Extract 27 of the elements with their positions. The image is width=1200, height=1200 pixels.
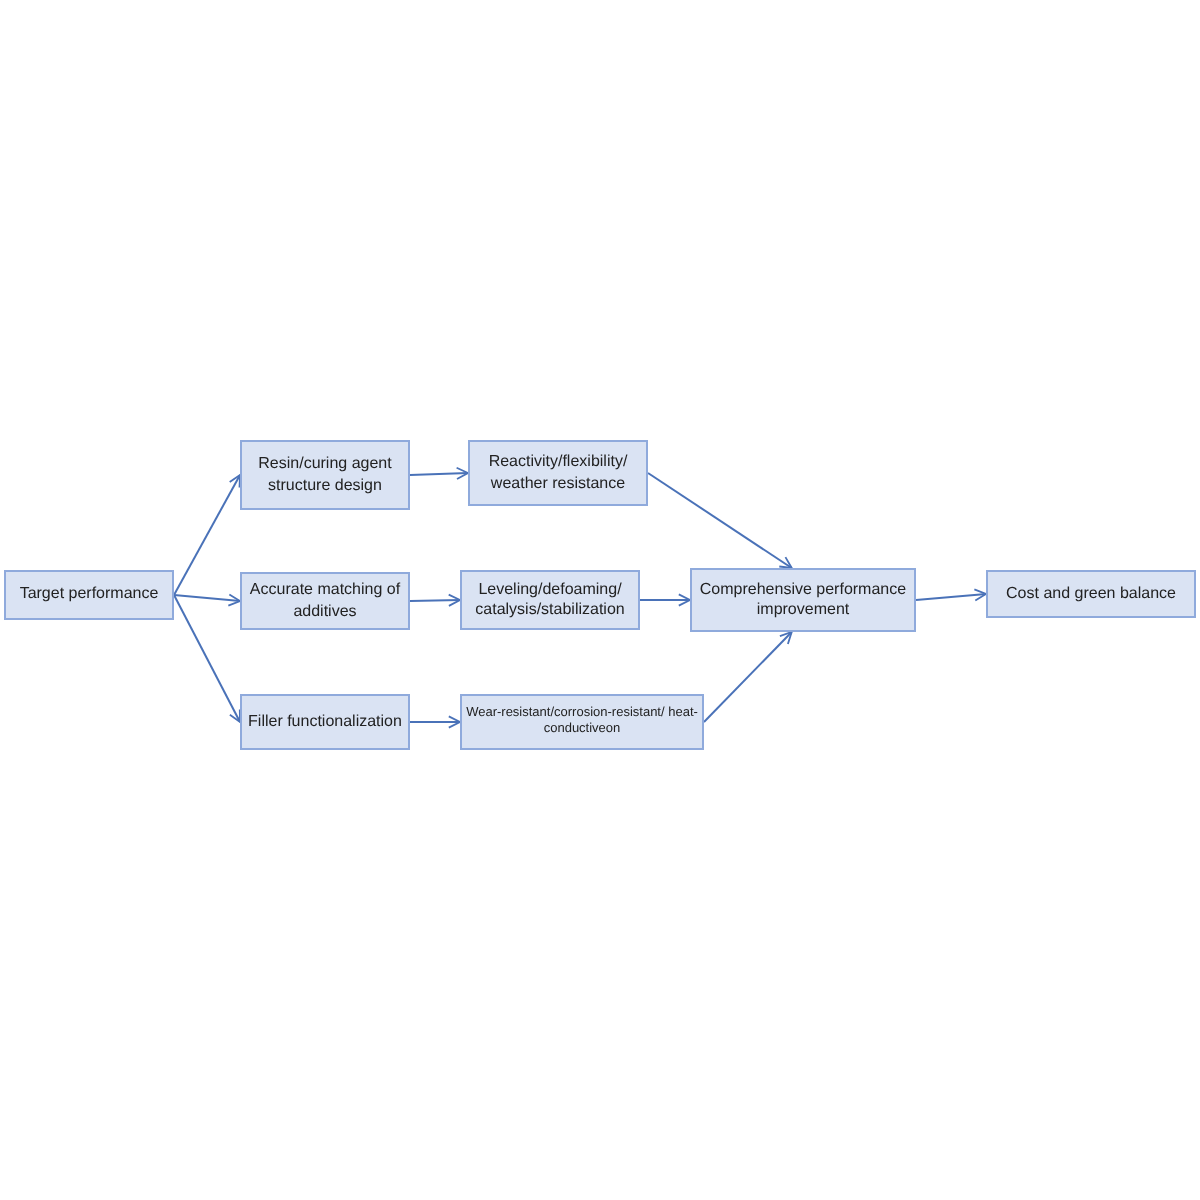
arrow (915, 588, 987, 602)
process-box (240, 440, 410, 510)
node-label: Cost and green balance (1004, 583, 1178, 605)
node-label: Comprehensive performance improvement (697, 579, 909, 621)
process-box (4, 570, 174, 620)
process-box (468, 440, 648, 506)
arrow (409, 715, 461, 729)
node-label: Resin/curing agent structure design (256, 454, 394, 496)
arrow (173, 474, 241, 596)
arrow (409, 593, 461, 607)
process-box (240, 694, 410, 750)
arrow (173, 594, 241, 723)
arrow (173, 593, 241, 607)
arrow (639, 593, 691, 607)
process-box (986, 570, 1196, 618)
process-box (240, 572, 410, 630)
arrow (647, 472, 793, 569)
node-label: Reactivity/flexibility/ weather resistance (486, 452, 630, 494)
node-label: Accurate matching of additives (247, 580, 403, 622)
process-box (690, 568, 916, 632)
arrow (703, 631, 793, 723)
arrow (409, 466, 469, 480)
process-box (460, 570, 640, 630)
node-label: Leveling/defoaming/ catalysis/stabilization (473, 579, 627, 621)
node-label: Filler functionalization (246, 711, 404, 733)
process-box (460, 694, 704, 750)
node-label: Target performance (17, 584, 161, 606)
